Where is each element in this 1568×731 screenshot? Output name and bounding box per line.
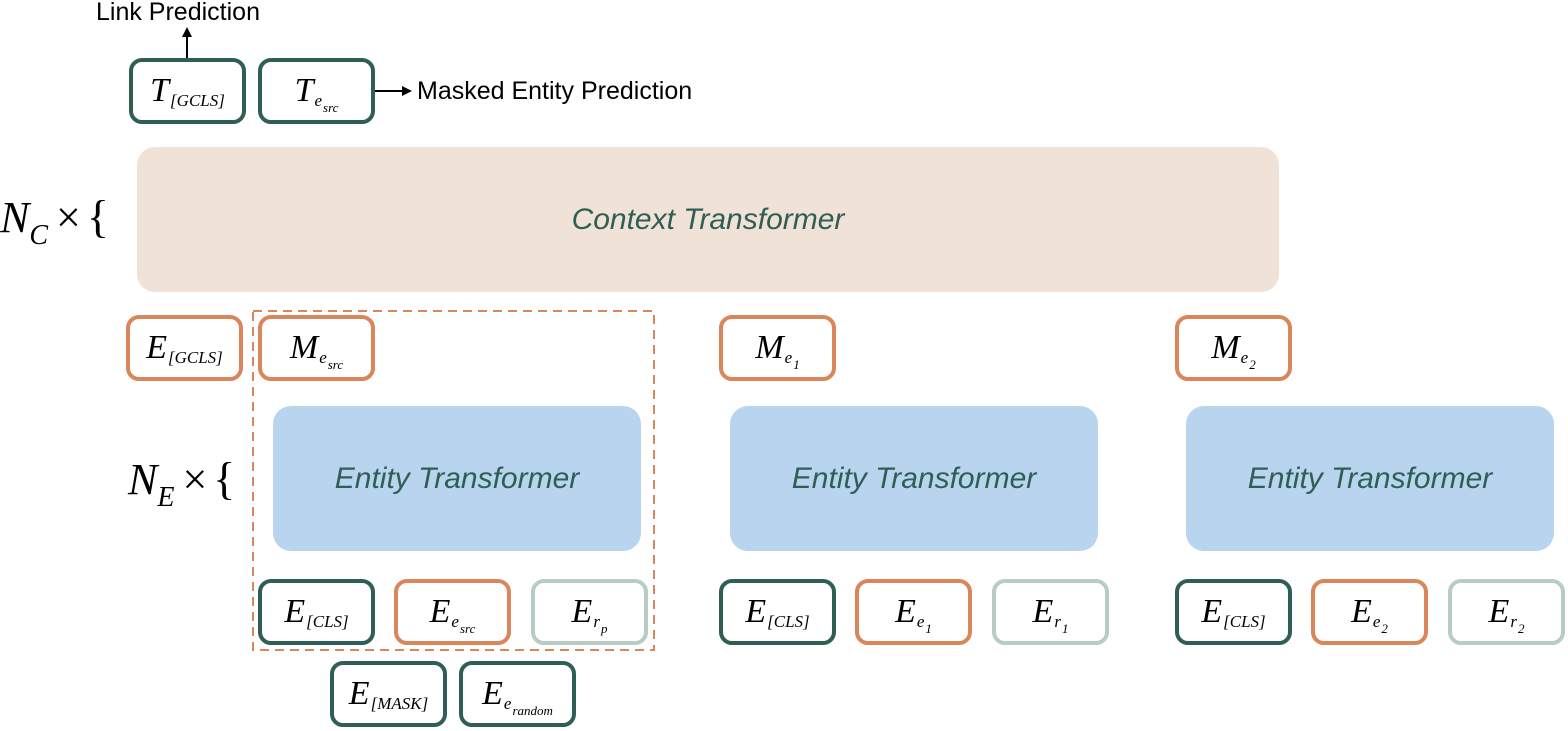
token-variable: M (1211, 329, 1240, 366)
token-variable: E (745, 593, 767, 630)
entity-transformer-block-1: Entity Transformer (273, 406, 641, 551)
token-subscript: [GCLS] (170, 91, 225, 110)
token-sub-subscript: 1 (793, 357, 800, 372)
token-subscript: e1 (916, 612, 932, 636)
token-sub-subscript: p (600, 621, 608, 636)
output-token-gcls: T[GCLS] (129, 58, 246, 124)
token-variable: E (146, 329, 167, 366)
stack-subscript: E (157, 482, 175, 513)
brace-symbol: { (213, 453, 236, 504)
token-sub-subscript: 1 (925, 621, 932, 636)
token-variable: E (482, 675, 503, 712)
token-subscript: esrc (314, 91, 339, 115)
group2-cls-token: E[CLS] (719, 579, 836, 645)
token-subscript: [MASK] (370, 694, 429, 713)
token-variable: M (289, 329, 319, 366)
token-subscript: e2 (1240, 348, 1256, 372)
token-subscript: esrc (451, 612, 476, 636)
token-sub-subscript: 1 (1061, 621, 1069, 636)
times-symbol: × (182, 455, 208, 504)
token-subscript: esrc (319, 348, 344, 372)
entity-stack-label: NE×{ (128, 452, 236, 513)
masked-entity-prediction-label: Masked Entity Prediction (417, 77, 693, 105)
token-subscript: [CLS] (306, 612, 349, 631)
times-symbol: × (56, 193, 81, 242)
token-subscript: r1 (1054, 612, 1069, 636)
token-variable: E (1201, 593, 1223, 630)
replacement-token-mask: E[MASK] (330, 661, 447, 727)
context-stack-label: NC×{ (0, 190, 109, 251)
token-sub-subscript: random (512, 703, 553, 718)
context-input-gcls: E[GCLS] (126, 315, 243, 381)
token-variable: M (755, 329, 784, 366)
stack-subscript: C (29, 220, 49, 251)
token-variable: T (294, 72, 314, 109)
stack-variable: N (0, 193, 30, 242)
group3-cls-token: E[CLS] (1175, 579, 1292, 645)
token-variable: E (348, 675, 370, 712)
token-variable: E (1351, 593, 1372, 630)
token-variable: E (1032, 593, 1054, 630)
entity-transformer-block-3: Entity Transformer (1186, 406, 1554, 551)
token-variable: E (895, 593, 916, 630)
token-sub-subscript: 2 (1517, 621, 1525, 636)
token-subscript: [GCLS] (167, 348, 223, 367)
token-variable: E (571, 593, 593, 630)
token-variable: E (284, 593, 306, 630)
entity-transformer-block-2: Entity Transformer (730, 406, 1098, 551)
token-subscript: r2 (1510, 612, 1525, 636)
token-subscript: [CLS] (1223, 612, 1266, 631)
token-sub-subscript: 2 (1381, 621, 1388, 636)
masked-entity-dashed-box (252, 310, 655, 651)
token-sub-subscript: src (459, 621, 476, 636)
token-subscript: e2 (1372, 612, 1388, 636)
token-subscript: [CLS] (767, 612, 810, 631)
context-transformer-block: Context Transformer (137, 147, 1279, 292)
token-subscript: rp (593, 612, 608, 636)
stack-variable: N (128, 455, 158, 504)
group1-cls-token: E[CLS] (258, 579, 375, 645)
token-subscript: erandom (503, 694, 553, 718)
token-variable: E (429, 593, 451, 630)
token-sub-subscript: src (327, 357, 344, 372)
link-prediction-label: Link Prediction (96, 0, 260, 26)
token-sub-subscript: src (323, 100, 339, 115)
token-variable: E (1488, 593, 1510, 630)
token-sub-subscript: 2 (1249, 357, 1256, 372)
brace-symbol: { (86, 191, 109, 242)
token-subscript: e1 (784, 348, 800, 372)
token-variable: T (150, 72, 170, 109)
